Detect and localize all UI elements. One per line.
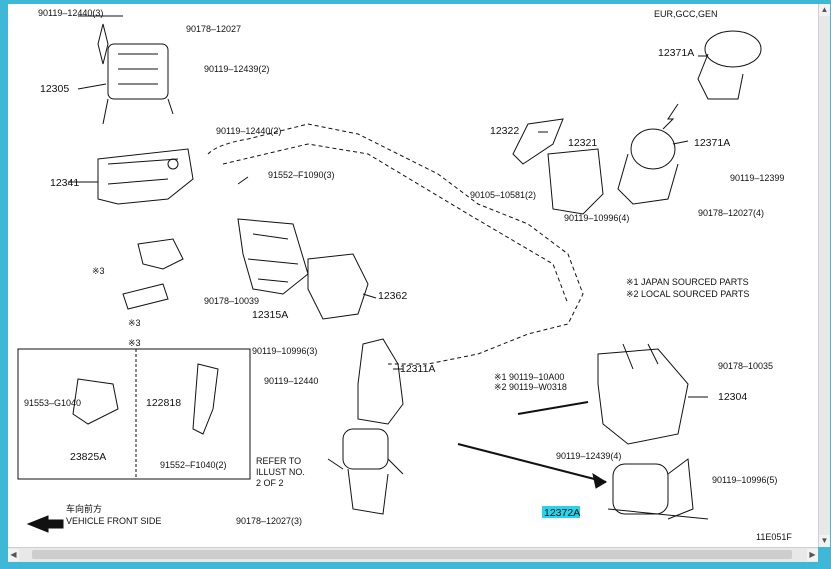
label-12304: 12304: [718, 391, 747, 403]
label-12371A-top: 12371A: [658, 47, 694, 59]
label-90119-W0318: ※2 90119–W0318: [494, 382, 567, 392]
mount-12305: [97, 23, 174, 125]
label-x3-a: ※3: [92, 266, 105, 276]
label-12315A: 12315A: [252, 309, 288, 321]
label-90119-12399: 90119–12399: [730, 173, 784, 183]
scroll-right-icon[interactable]: ▶: [807, 549, 818, 561]
label-90119-12439-4: 90119–12439(4): [556, 451, 621, 461]
scroll-up-icon[interactable]: ▲: [819, 4, 830, 16]
label-refer-3: 2 OF 2: [256, 478, 284, 488]
part-122818: [192, 363, 219, 435]
highlight-12372A: [542, 506, 580, 518]
mount-12372A: [607, 458, 709, 520]
bracket-x3-a: [137, 238, 184, 270]
body-outline: [207, 123, 584, 365]
scroll-down-icon[interactable]: ▼: [819, 535, 830, 547]
label-eur-gcc-gen: EUR,GCC,GEN: [654, 9, 718, 19]
label-12371A-mid: 12371A: [694, 137, 730, 149]
inset-box: [17, 348, 251, 480]
label-91552-F1090: 91552–F1090(3): [268, 170, 335, 180]
bracket-12341: [97, 148, 194, 205]
label-90178-12027: 90178–12027: [186, 24, 241, 34]
label-90119-10A00: ※1 90119–10A00: [494, 372, 564, 382]
label-note2: ※2 LOCAL SOURCED PARTS: [626, 289, 749, 299]
label-90105-10581: 90105–10581(2): [470, 190, 536, 200]
label-12341: 12341: [50, 177, 79, 189]
label-91552-F1040: 91552–F1040(2): [160, 460, 227, 470]
mount-12371A-top: [697, 30, 762, 100]
vertical-scrollbar[interactable]: ▲ ▼: [818, 4, 830, 547]
label-90119-12440-3: 90119–12440(3): [38, 8, 103, 18]
label-23825A: 23825A: [70, 451, 106, 463]
label-12372A[interactable]: 12372A: [544, 507, 580, 519]
scroll-left-icon[interactable]: ◀: [8, 549, 19, 561]
bracket-12321: [547, 148, 604, 215]
label-90178-12027-4: 90178–12027(4): [698, 208, 764, 218]
vehicle-front-arrow: [26, 515, 64, 533]
label-12321: 12321: [568, 137, 597, 149]
pointer-arrow: [457, 443, 607, 483]
label-90119-12440: 90119–12440: [264, 376, 318, 386]
label-12362: 12362: [378, 290, 407, 302]
label-refer-1: REFER TO: [256, 456, 301, 466]
label-91553-G1040: 91553–G1040: [24, 398, 81, 408]
label-refer-2: ILLUST NO.: [256, 467, 305, 477]
label-box-x3: ※3: [128, 338, 141, 348]
label-122818: 122818: [146, 397, 181, 409]
label-90119-12439-2: 90119–12439(2): [204, 64, 269, 74]
mount-12304: [597, 343, 689, 445]
label-90119-10996-5: 90119–10996(5): [712, 475, 777, 485]
label-90178-12027-3: 90178–12027(3): [236, 516, 302, 526]
mount-refer: [327, 428, 404, 515]
label-90178-10035: 90178–10035: [718, 361, 773, 371]
label-ref-code: 11E051F: [756, 532, 792, 542]
label-note1: ※1 JAPAN SOURCED PARTS: [626, 277, 749, 287]
bracket-12322: [512, 118, 564, 165]
label-12311A: 12311A: [400, 363, 435, 375]
bolt-long: [517, 401, 589, 415]
mount-12371A-mid: [617, 128, 679, 205]
label-90119-10996-3: 90119–10996(3): [252, 346, 317, 356]
mount-12315A: [237, 218, 309, 295]
parts-diagram: 90119–12440(3) 90178–12027 90119–12439(2…: [17, 8, 792, 542]
label-90178-10039: 90178–10039: [204, 296, 259, 306]
body-outline-2: [222, 143, 569, 305]
label-12305: 12305: [40, 83, 69, 95]
horizontal-scrollbar[interactable]: ◀ ▶: [8, 547, 818, 562]
part-23825A: [72, 378, 119, 425]
label-vehicle-en: VEHICLE FRONT SIDE: [66, 516, 161, 526]
label-12322: 12322: [490, 125, 519, 137]
bracket-x3-b: [122, 283, 169, 310]
label-90119-10996-4: 90119–10996(4): [564, 213, 629, 223]
label-vehicle-cn: 车向前方: [66, 503, 102, 514]
label-90119-12440-2: 90119–12440(2): [216, 126, 281, 136]
diagram-viewport: 90119–12440(3) 90178–12027 90119–12439(2…: [8, 4, 818, 547]
bracket-12311A: [357, 338, 404, 425]
plate-12362: [307, 253, 369, 320]
horizontal-scroll-thumb[interactable]: [32, 550, 792, 559]
arrow-12371A: [662, 103, 679, 130]
label-x3-b: ※3: [128, 318, 141, 328]
